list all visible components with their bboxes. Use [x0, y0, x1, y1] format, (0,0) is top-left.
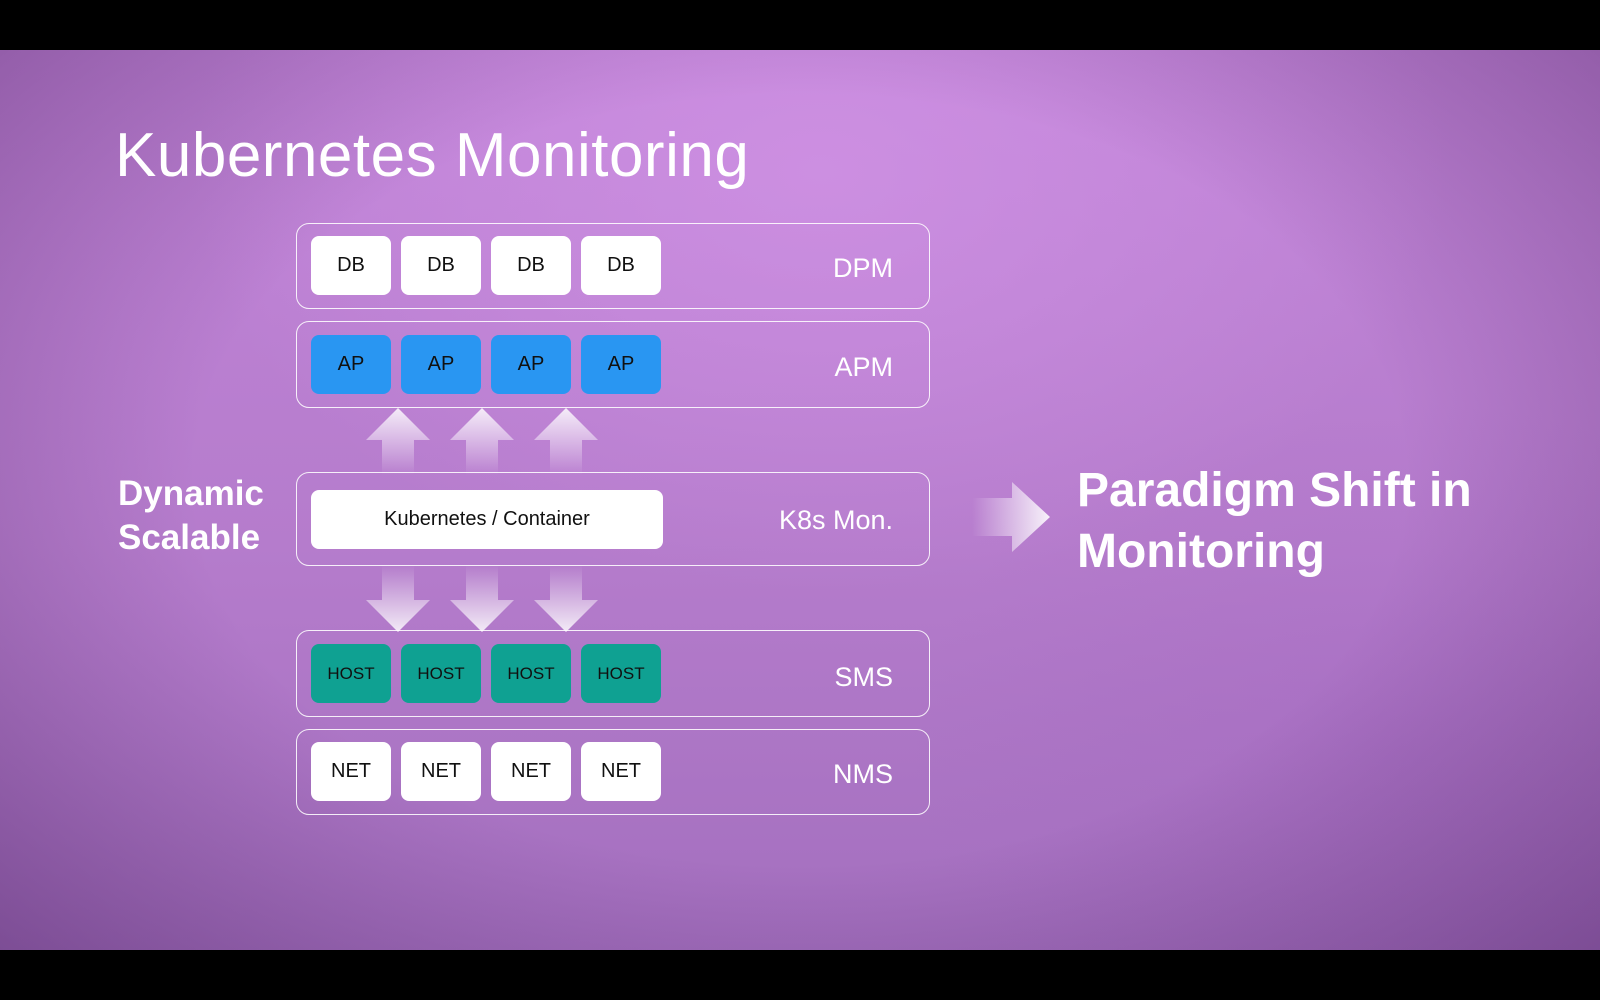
ap-box: AP — [311, 335, 391, 394]
layer-label-k8s: K8s Mon. — [778, 505, 893, 535]
arrows-layer — [366, 408, 1050, 632]
net-box: NET — [401, 742, 481, 801]
ap-box: AP — [491, 335, 571, 394]
paradigm-shift-text: Paradigm Shift in Monitoring — [1077, 460, 1472, 582]
layer-label-dpm: DPM — [833, 253, 893, 283]
db-box: DB — [401, 236, 481, 295]
paradigm-line-1: Paradigm Shift in — [1077, 464, 1472, 517]
db-box: DB — [581, 236, 661, 295]
net-box: NET — [491, 742, 571, 801]
background-vignette — [0, 50, 1600, 950]
paradigm-line-2: Monitoring — [1077, 525, 1325, 578]
side-label-line-1: Dynamic — [118, 474, 264, 513]
ap-box: AP — [401, 335, 481, 394]
net-box: NET — [311, 742, 391, 801]
db-box: DB — [491, 236, 571, 295]
layer-apm: AP AP AP AP APM — [296, 321, 930, 408]
layer-label-nms: NMS — [833, 759, 893, 789]
slide: Kubernetes Monitoring Dynamic Scalable — [0, 50, 1600, 950]
right-arrow-icon — [972, 482, 1050, 552]
up-arrow-icon — [450, 408, 514, 475]
down-arrow-icon — [450, 565, 514, 632]
layer-sms: HOST HOST HOST HOST SMS — [296, 630, 930, 717]
host-box: HOST — [581, 644, 661, 703]
side-label: Dynamic Scalable — [118, 472, 264, 560]
kubernetes-container-box: Kubernetes / Container — [311, 490, 663, 549]
net-box: NET — [581, 742, 661, 801]
side-label-line-2: Scalable — [118, 518, 261, 557]
layer-label-apm: APM — [834, 352, 893, 382]
ap-box: AP — [581, 335, 661, 394]
up-arrow-icon — [534, 408, 598, 475]
host-box: HOST — [491, 644, 571, 703]
layer-label-sms: SMS — [834, 662, 893, 692]
db-box: DB — [311, 236, 391, 295]
layer-dpm: DB DB DB DB DPM — [296, 223, 930, 309]
layer-k8s: Kubernetes / Container K8s Mon. — [296, 472, 930, 566]
down-arrow-icon — [534, 565, 598, 632]
host-box: HOST — [401, 644, 481, 703]
up-arrow-icon — [366, 408, 430, 475]
host-box: HOST — [311, 644, 391, 703]
layer-nms: NET NET NET NET NMS — [296, 729, 930, 815]
down-arrow-icon — [366, 565, 430, 632]
page-title: Kubernetes Monitoring — [115, 121, 750, 190]
